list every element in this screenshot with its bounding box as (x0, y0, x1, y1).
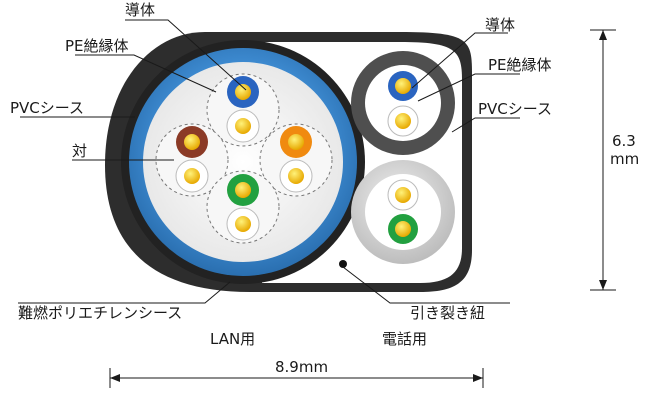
label-pair: 対 (72, 142, 87, 160)
label-tel-pvc-sheath: PVCシース (478, 100, 552, 118)
pair-brown (155, 123, 229, 197)
label-tel-pe-insulation: PE絶縁体 (488, 56, 552, 74)
width-dimension (109, 368, 484, 388)
label-height-value: 6.3 (612, 132, 636, 150)
lan-cable (121, 40, 365, 284)
label-ripcord: 引き裂き紐 (410, 304, 485, 322)
label-height-unit: mm (610, 150, 639, 168)
label-outer-sheath: 難燃ポリエチレンシース (18, 304, 182, 322)
leader-lines-left (18, 19, 247, 304)
height-dimension (590, 29, 616, 291)
pair-blue (206, 73, 280, 147)
ripcord (339, 260, 347, 268)
label-tel-title: 電話用 (382, 330, 427, 348)
label-tel-conductor: 導体 (485, 16, 515, 34)
label-lan-conductor: 導体 (125, 1, 155, 19)
label-lan-pe-insulation: PE絶縁体 (65, 37, 129, 55)
pair-green (206, 170, 280, 244)
lan-core (143, 62, 343, 262)
tel-cable-upper (351, 51, 455, 155)
label-lan-pvc-sheath: PVCシース (10, 99, 84, 117)
tel-cable-lower (351, 160, 455, 264)
label-lan-title: LAN用 (210, 330, 255, 348)
pair-orange (259, 123, 333, 197)
label-width-dimension: 8.9mm (275, 358, 328, 376)
leader-lines-right (342, 32, 520, 304)
